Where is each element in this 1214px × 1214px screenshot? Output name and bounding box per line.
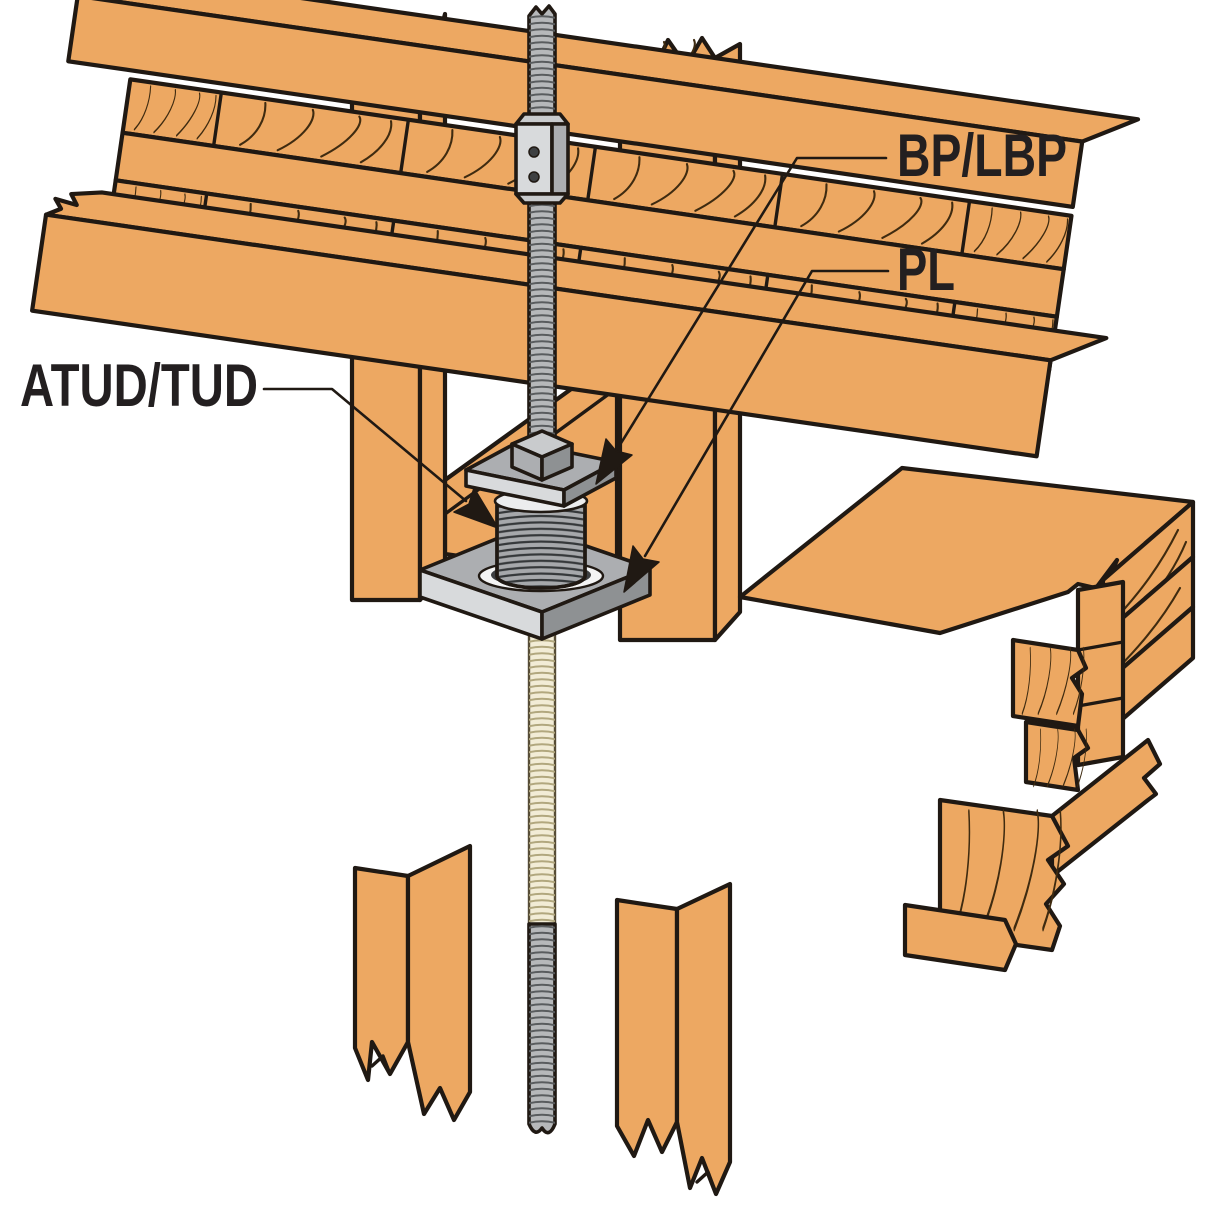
arrowhead-atud-icon — [453, 487, 499, 529]
lower-left-stud — [352, 843, 473, 1123]
label-atud: ATUD/TUD — [20, 352, 258, 419]
hex-nut — [510, 429, 574, 482]
coupler-witness-hole — [528, 171, 540, 183]
threaded-rod-lower — [527, 598, 557, 1135]
floor-framing-right-corner — [737, 465, 1196, 973]
label-pl: PL — [897, 236, 955, 303]
leader-pl — [643, 269, 890, 558]
leader-bp — [616, 156, 888, 450]
threaded-rod-upper — [514, 4, 570, 438]
corner-joist-end-1 — [1010, 637, 1089, 729]
labels: ATUD/TUD BP/LBP PL — [20, 122, 1067, 419]
corner-joist-end-2 — [1023, 719, 1091, 793]
leader-lines — [262, 156, 890, 593]
leader-atud — [262, 387, 468, 503]
coupler-witness-hole — [528, 146, 540, 158]
lower-right-stud — [614, 881, 733, 1197]
coupler-nut — [514, 112, 570, 205]
label-bp: BP/LBP — [897, 122, 1067, 189]
floor-bottom-plank — [43, 190, 1109, 363]
arrowhead-bp-icon — [595, 438, 633, 485]
floor-top-plank — [75, 0, 1141, 144]
arrowhead-pl-icon — [623, 545, 660, 593]
takeup-coil — [495, 504, 587, 590]
takeup-assembly — [418, 429, 652, 641]
